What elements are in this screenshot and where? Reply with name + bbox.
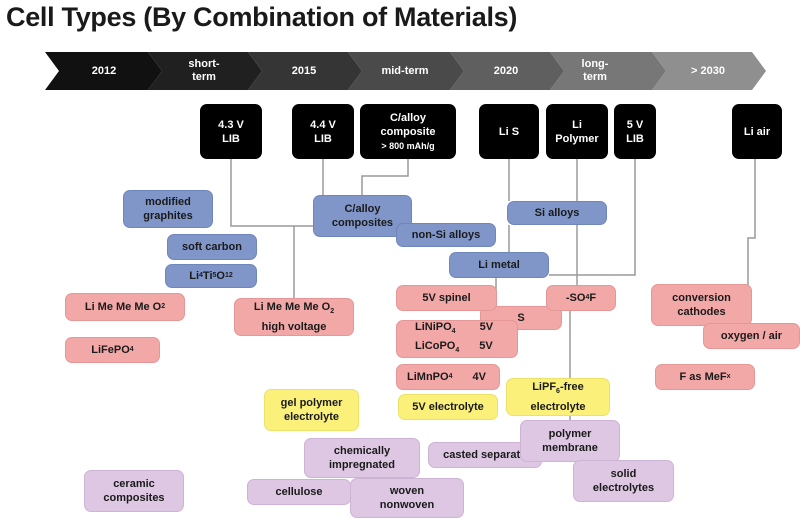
anode-li-metal: Li metal <box>449 252 549 278</box>
timeline-segment-6 <box>550 52 666 90</box>
anode-non-si-alloys: non-Si alloys <box>396 223 496 247</box>
cell-calloy-sub: > 800 mAh/g <box>381 140 435 151</box>
connector-calloy <box>361 159 409 196</box>
cell-lib-44v: 4.4 V LIB <box>292 104 354 159</box>
timeline-segment-1 <box>45 52 162 90</box>
anode-soft-carbon: soft carbon <box>167 234 257 260</box>
electrolyte-5v: 5V electrolyte <box>398 394 498 420</box>
cell-li-s: Li S <box>479 104 539 159</box>
anode-si-alloys: Si alloys <box>507 201 607 225</box>
separator-cellulose: cellulose <box>247 479 351 505</box>
timeline-label-short-term: short- term <box>188 58 220 83</box>
separator-chemically-impregnated: chemically impregnated <box>304 438 420 478</box>
connector-liair <box>747 159 756 290</box>
electrolyte-gel-polymer: gel polymer electrolyte <box>264 389 359 431</box>
cell-li-polymer: Li Polymer <box>546 104 608 159</box>
cell-li-air: Li air <box>732 104 782 159</box>
page-title: Cell Types (By Combination of Materials) <box>6 2 518 32</box>
timeline-label-2015: 2015 <box>291 64 317 77</box>
cell-calloy-composite: C/alloy composite > 800 mAh/g <box>360 104 456 159</box>
cathode-conversion: conversion cathodes <box>651 284 752 326</box>
timeline-segment-5 <box>450 52 564 90</box>
electrolyte-lipf6-free: LiPF6-free electrolyte <box>506 378 610 416</box>
timeline-segment-3 <box>248 52 362 90</box>
separator-solid-electrolytes: solid electrolytes <box>573 460 674 502</box>
cathode-oxygen-air: oxygen / air <box>703 323 800 349</box>
timeline-segment-4 <box>348 52 464 90</box>
anode-calloy-composites: C/alloy composites <box>313 195 412 237</box>
timeline-segment-7 <box>652 52 766 90</box>
anode-modified-graphites: modified graphites <box>123 190 213 228</box>
timeline-label-mid-term: mid-term <box>381 64 429 77</box>
cathode-5v-spinel: 5V spinel <box>396 285 497 311</box>
separator-woven-nonwoven: woven nonwoven <box>350 478 464 518</box>
timeline-label-2020: 2020 <box>493 64 519 77</box>
separator-ceramic-composites: ceramic composites <box>84 470 184 512</box>
cell-lib-5v: 5 V LIB <box>614 104 656 159</box>
timeline-label-long-term: long- term <box>581 58 609 83</box>
cell-lib-43v: 4.3 V LIB <box>200 104 262 159</box>
timeline-segment-2 <box>148 52 262 90</box>
cathode-limememe-high-voltage: Li Me Me Me O2 high voltage <box>234 298 354 336</box>
separator-polymer-membrane: polymer membrane <box>520 420 620 462</box>
cell-calloy-title: C/alloy composite <box>380 111 436 138</box>
connector-lib43 <box>230 159 315 227</box>
timeline-label-2012: 2012 <box>91 64 117 77</box>
timeline-arrows <box>45 52 766 90</box>
timeline-label-2030: > 2030 <box>691 64 725 77</box>
connector-lib5 <box>549 159 636 276</box>
